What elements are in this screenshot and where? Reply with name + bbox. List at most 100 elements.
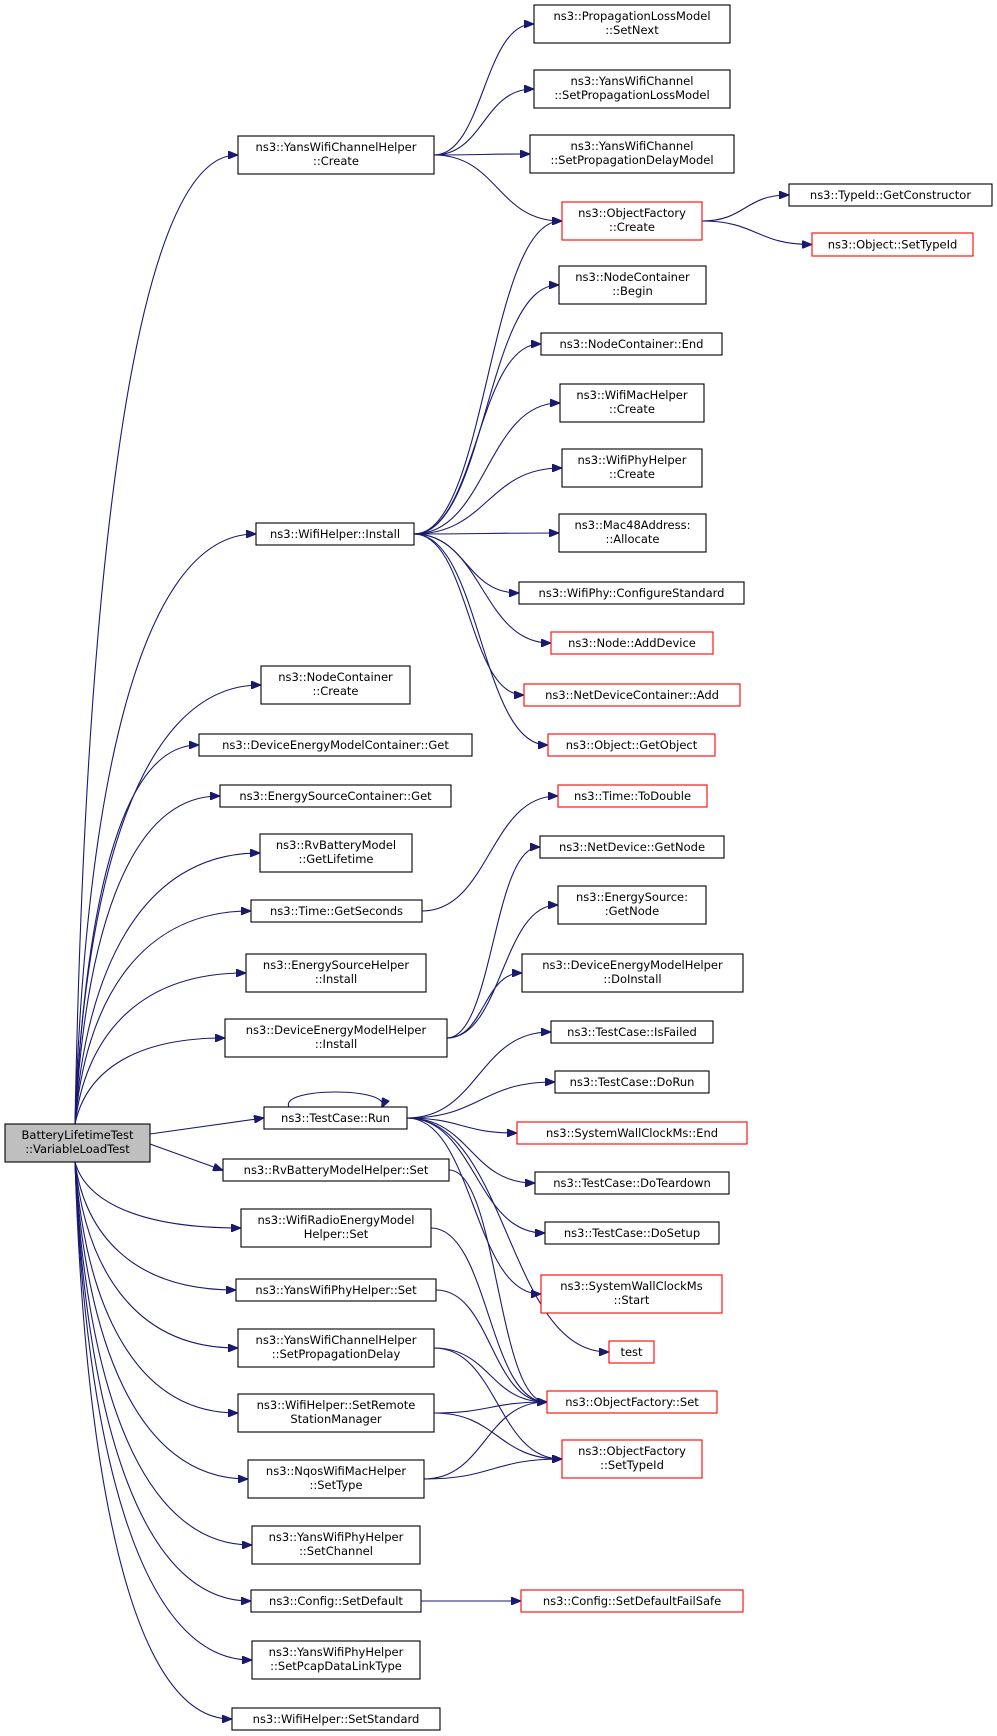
node-obj-settypeid[interactable]: ns3::Object::SetTypeId xyxy=(811,232,974,257)
node-ywph-setpcap[interactable]: ns3::YansWifiPhyHelper::SetPcapDataLinkT… xyxy=(251,1640,421,1680)
node-obj-getobj[interactable]: ns3::Object::GetObject xyxy=(547,733,716,757)
edge-of_create-to-typeid_getctor xyxy=(701,195,788,222)
node-label-line: ns3::WifiHelper::Install xyxy=(270,527,400,541)
node-wh-install[interactable]: ns3::WifiHelper::Install xyxy=(255,522,415,546)
node-label-line: ns3::TestCase::Run xyxy=(281,1111,390,1125)
node-label-line: ::SetNext xyxy=(605,23,659,37)
node-box xyxy=(518,581,745,605)
node-node-adddev[interactable]: ns3::Node::AddDevice xyxy=(550,631,714,655)
node-box xyxy=(516,1121,748,1145)
node-time-getsec[interactable]: ns3::Time::GetSeconds xyxy=(250,899,423,923)
node-tc-doteardown[interactable]: ns3::TestCase::DoTeardown xyxy=(534,1171,730,1195)
node-box xyxy=(247,1459,425,1499)
node-wp-configstd[interactable]: ns3::WifiPhy::ConfigureStandard xyxy=(518,581,745,605)
node-label-line: ns3::ObjectFactory xyxy=(578,1444,686,1458)
node-label-line: ns3::TypeId::GetConstructor xyxy=(810,188,971,202)
node-box xyxy=(561,1439,703,1479)
node-time-todouble[interactable]: ns3::Time::ToDouble xyxy=(557,784,708,808)
node-label-line: ::Start xyxy=(614,1293,650,1307)
node-box xyxy=(198,733,473,757)
node-es-getnode[interactable]: ns3::EnergySource::GetNode xyxy=(557,885,707,925)
edge-wh_install-to-wmh_create xyxy=(413,403,559,535)
node-ywch-setpropdelay[interactable]: ns3::YansWifiChannelHelper::SetPropagati… xyxy=(237,1328,435,1368)
node-label-line: ::SetPcapDataLinkType xyxy=(270,1659,402,1673)
node-tc-dosetup[interactable]: ns3::TestCase::DoSetup xyxy=(544,1221,720,1245)
node-yw-create[interactable]: ns3::YansWifiChannelHelper::Create xyxy=(237,135,435,175)
node-ywc-setdelay[interactable]: ns3::YansWifiChannel::SetPropagationDela… xyxy=(529,134,735,174)
node-demc-get[interactable]: ns3::DeviceEnergyModelContainer::Get xyxy=(198,733,473,757)
edge-root-to-wh_setstandard xyxy=(74,1161,231,1719)
node-swc-start[interactable]: ns3::SystemWallClockMs::Start xyxy=(540,1274,723,1314)
node-nc-create[interactable]: ns3::NodeContainer::Create xyxy=(260,665,411,705)
edge-wh_setremote-to-of_set xyxy=(433,1402,546,1414)
node-typeid-getctor[interactable]: ns3::TypeId::GetConstructor xyxy=(788,183,993,207)
node-rvbh-set[interactable]: ns3::RvBatteryModelHelper::Set xyxy=(222,1158,450,1182)
node-cfg-setdefaultfs[interactable]: ns3::Config::SetDefaultFailSafe xyxy=(520,1589,744,1613)
edge-root-to-time_getsec xyxy=(74,911,250,1125)
node-cfg-setdefault[interactable]: ns3::Config::SetDefault xyxy=(250,1589,422,1613)
node-box xyxy=(540,1274,723,1314)
node-wmh-create[interactable]: ns3::WifiMacHelper::Create xyxy=(559,383,705,423)
edge-tc_run-to-test_fn xyxy=(406,1117,608,1352)
node-box xyxy=(546,1390,718,1414)
edge-wh_install-to-ndc_add xyxy=(413,533,523,695)
node-swc-end[interactable]: ns3::SystemWallClockMs::End xyxy=(516,1121,748,1145)
call-nodes: BatteryLifetimeTest::VariableLoadTestns3… xyxy=(4,4,993,1731)
node-tc-run[interactable]: ns3::TestCase::Run xyxy=(263,1106,408,1130)
node-of-settypeid[interactable]: ns3::ObjectFactory::SetTypeId xyxy=(561,1439,703,1479)
node-label-line: ::Begin xyxy=(612,284,653,298)
node-box xyxy=(558,513,707,553)
node-wph-create[interactable]: ns3::WifiPhyHelper::Create xyxy=(561,448,703,488)
node-box xyxy=(523,683,741,707)
edge-yw_create-to-plm_setnext xyxy=(433,24,533,156)
node-box xyxy=(520,1589,744,1613)
node-demh-doinstall[interactable]: ns3::DeviceEnergyModelHelper::DoInstall xyxy=(521,953,744,993)
node-nqos-settype[interactable]: ns3::NqosWifiMacHelper::SetType xyxy=(247,1459,425,1499)
call-edges xyxy=(74,24,811,1719)
node-n-root[interactable]: BatteryLifetimeTest::VariableLoadTest xyxy=(4,1123,151,1163)
node-nd-getnode[interactable]: ns3::NetDevice::GetNode xyxy=(539,835,725,859)
node-box xyxy=(561,448,703,488)
node-nc-end[interactable]: ns3::NodeContainer::End xyxy=(540,332,723,356)
node-test-fn[interactable]: test xyxy=(608,1340,655,1364)
node-label-line: ::Create xyxy=(609,467,655,481)
node-box xyxy=(608,1340,655,1364)
node-label-line: ns3::RvBatteryModel xyxy=(276,838,396,852)
node-box xyxy=(550,1020,714,1044)
node-box xyxy=(561,201,703,241)
node-ywph-setchannel[interactable]: ns3::YansWifiPhyHelper::SetChannel xyxy=(251,1525,421,1565)
edge-root-to-ywph_set xyxy=(74,1161,235,1290)
node-label-line: ::Install xyxy=(315,972,357,986)
node-nc-begin[interactable]: ns3::NodeContainer::Begin xyxy=(558,265,707,305)
node-label-line: test xyxy=(620,1345,643,1359)
node-box xyxy=(547,733,716,757)
node-mac48-alloc[interactable]: ns3::Mac48Address:::Allocate xyxy=(558,513,707,553)
node-box xyxy=(533,69,731,109)
node-label-line: ns3::EnergySourceContainer::Get xyxy=(239,789,432,803)
node-of-set[interactable]: ns3::ObjectFactory::Set xyxy=(546,1390,718,1414)
node-box xyxy=(540,332,723,356)
node-box xyxy=(259,833,413,873)
edge-tc_run-self-loop xyxy=(288,1091,382,1107)
node-label-line: ns3::EnergySource: xyxy=(576,890,688,904)
node-ywc-setprop[interactable]: ns3::YansWifiChannel::SetPropagationLoss… xyxy=(533,69,731,109)
node-esc-get[interactable]: ns3::EnergySourceContainer::Get xyxy=(219,784,452,808)
node-wh-setstandard[interactable]: ns3::WifiHelper::SetStandard xyxy=(231,1707,441,1731)
node-plm-setnext[interactable]: ns3::PropagationLossModel::SetNext xyxy=(533,4,731,44)
node-label-line: ::DoInstall xyxy=(603,972,661,986)
node-tc-dorun[interactable]: ns3::TestCase::DoRun xyxy=(554,1070,710,1094)
node-demh-install[interactable]: ns3::DeviceEnergyModelHelper::Install xyxy=(224,1018,448,1058)
node-label-line: ns3::NetDevice::GetNode xyxy=(559,840,705,854)
node-rvb-getlife[interactable]: ns3::RvBatteryModel::GetLifetime xyxy=(259,833,413,873)
node-ndc-add[interactable]: ns3::NetDeviceContainer::Add xyxy=(523,683,741,707)
node-box xyxy=(222,1158,450,1182)
node-ywph-set[interactable]: ns3::YansWifiPhyHelper::Set xyxy=(235,1278,437,1302)
node-esh-install[interactable]: ns3::EnergySourceHelper::Install xyxy=(245,953,427,993)
node-tc-isfailed[interactable]: ns3::TestCase::IsFailed xyxy=(550,1020,714,1044)
node-box xyxy=(260,665,411,705)
node-box xyxy=(240,1208,432,1248)
edge-tc_run-to-tc_isfailed xyxy=(406,1032,550,1119)
node-of-create[interactable]: ns3::ObjectFactory::Create xyxy=(561,201,703,241)
